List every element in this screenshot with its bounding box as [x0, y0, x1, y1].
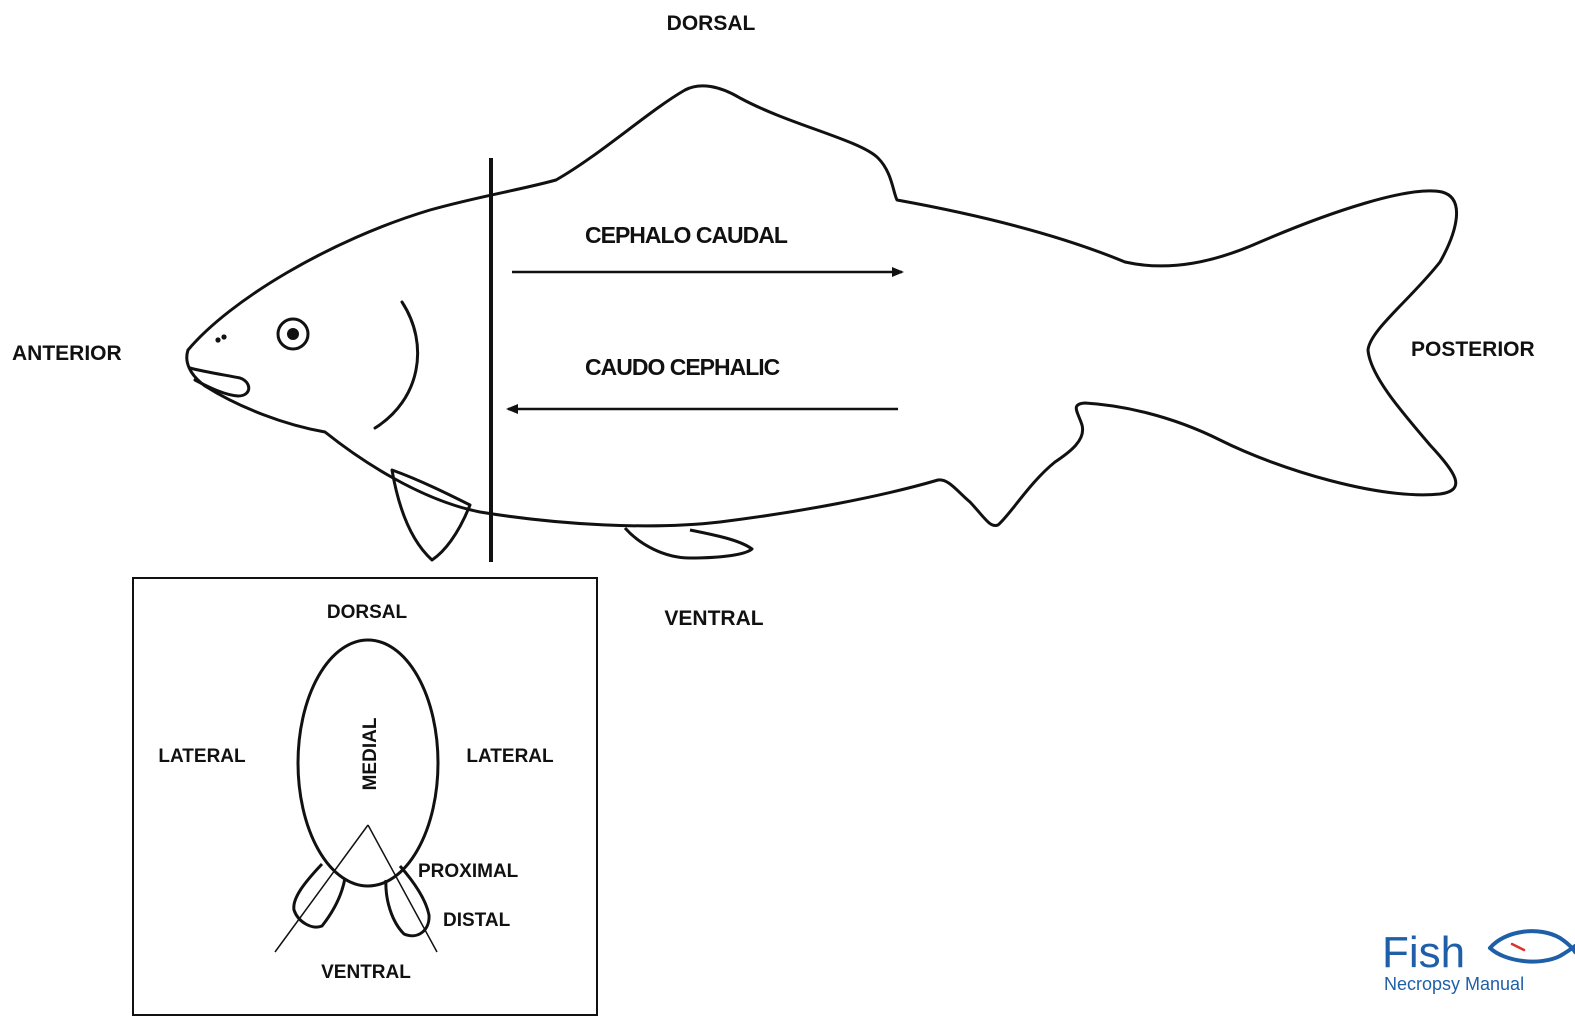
cross-label-ventral: VENTRAL	[321, 962, 411, 983]
cross-section-guide-line	[275, 825, 368, 952]
fish-pupil	[287, 328, 299, 340]
logo-title: Fish	[1382, 928, 1465, 977]
fish-body-outline	[187, 86, 1457, 526]
logo-subtitle: Necropsy Manual	[1384, 974, 1524, 994]
cross-label-medial: MEDIAL	[360, 717, 381, 790]
label-cephalo-caudal: CEPHALO CAUDAL	[585, 222, 788, 248]
fish-pelvic-fin	[625, 528, 752, 558]
cross-label-lateral-left: LATERAL	[158, 746, 246, 767]
cross-section-inset	[133, 578, 597, 1015]
cross-label-proximal: PROXIMAL	[418, 861, 519, 882]
cross-label-dorsal: DORSAL	[327, 602, 408, 623]
cross-label-lateral-right: LATERAL	[466, 746, 554, 767]
fish-nostril	[215, 337, 220, 342]
fish-gill-cover	[375, 302, 418, 428]
label-posterior: POSTERIOR	[1411, 338, 1535, 361]
cross-label-distal: DISTAL	[443, 910, 511, 931]
fish-nostril	[221, 334, 226, 339]
fish-necropsy-manual-logo: Fish Necropsy Manual	[1382, 928, 1575, 994]
fish-mouth	[190, 368, 249, 396]
label-caudo-cephalic: CAUDO CEPHALIC	[585, 354, 780, 380]
label-ventral: VENTRAL	[664, 607, 763, 630]
fish-outline-icon	[1490, 931, 1575, 961]
label-anterior: ANTERIOR	[12, 342, 122, 365]
label-dorsal: DORSAL	[667, 12, 756, 35]
